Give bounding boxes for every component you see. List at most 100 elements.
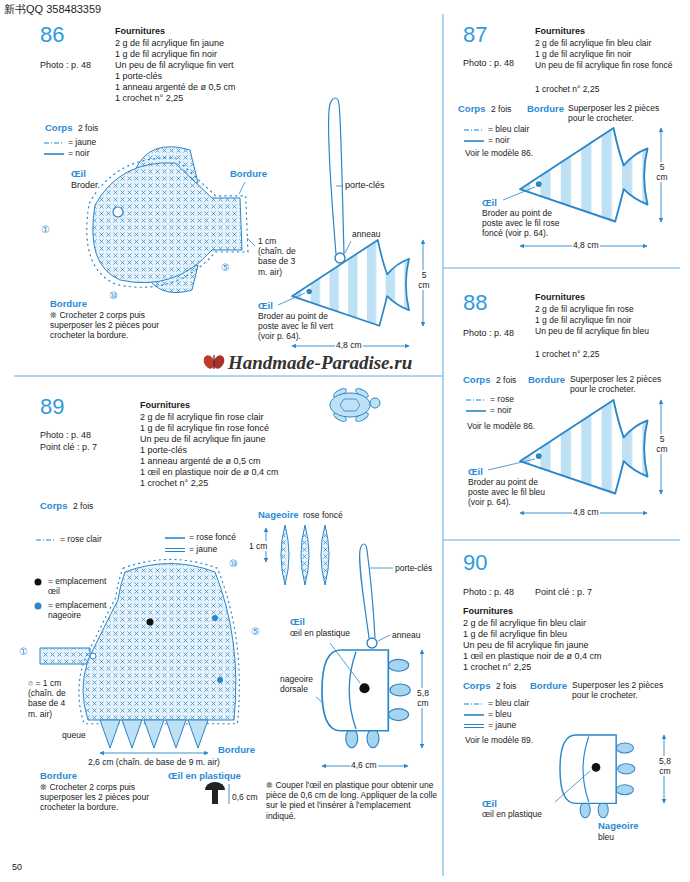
note-text: Point clé : p. 7 xyxy=(535,587,592,598)
note-text: Photo : p. 48 xyxy=(463,58,514,69)
note-text: anneau xyxy=(392,630,420,640)
model-number: 90 xyxy=(463,550,487,576)
section-heading: Bordure xyxy=(40,770,77,781)
note-text: ❊ Crocheter 2 corps puis superposer les … xyxy=(40,782,152,813)
note-text: 1 œil en plastique noir de ø 0,4 cm xyxy=(140,467,279,478)
note-text: Photo : p. 48 xyxy=(40,430,91,441)
callout-number: ⑤ xyxy=(220,262,231,274)
dimension: 4,8 cm xyxy=(335,340,363,350)
callout-number: ① xyxy=(40,224,51,236)
note-text: Voir le modèle 89. xyxy=(465,735,533,745)
legend-sample xyxy=(44,138,64,148)
note-text: Photo : p. 48 xyxy=(463,328,514,339)
note-text: Photo : p. 48 xyxy=(463,587,514,598)
note-text: 2 fois xyxy=(496,375,516,385)
section-heading: Œil xyxy=(482,197,497,208)
section-heading: Bordure xyxy=(527,103,564,114)
legend-sample xyxy=(165,533,185,543)
section-heading: Bordure xyxy=(230,168,267,179)
supplies-heading: Fournitures xyxy=(535,26,585,37)
legend-sample xyxy=(44,149,64,159)
note-text: Superposer les 2 pièces pour le crochete… xyxy=(572,680,682,700)
legend-sample xyxy=(464,136,484,146)
model-number: 86 xyxy=(40,22,64,48)
legend-text: = rose xyxy=(490,394,514,404)
dimension: 5 cm xyxy=(654,434,670,454)
note-text: Un peu de fil acrylique fin jaune xyxy=(463,640,589,651)
supplies-heading: Fournitures xyxy=(535,292,585,303)
note-text: 1 anneau argenté de ø 0,5 cm xyxy=(115,82,236,93)
legend-text: = rose foncé xyxy=(189,532,236,542)
supply-line: Un peu de fil acrylique fin rose foncé xyxy=(535,60,685,70)
supply-line: 1 crochet n° 2,25 xyxy=(535,84,685,94)
callout-number: ⑩ xyxy=(228,558,239,570)
note-text: 1 porte-clés xyxy=(115,71,162,82)
note-text: 2 fois xyxy=(73,501,93,511)
note-text: ○ = 1 cm (chaîn. de base de 4 m. air) xyxy=(28,678,76,719)
section-heading: Œil xyxy=(290,616,305,627)
note-text: 2 g de fil acrylique fin jaune xyxy=(115,38,224,49)
callout-number: ① xyxy=(18,646,29,658)
section-heading: Œil en plastique xyxy=(168,770,241,781)
note-text: Broder au point de poste avec le fil ros… xyxy=(482,208,564,239)
supplies-heading: Fournitures xyxy=(463,606,513,617)
section-heading: Œil xyxy=(482,798,497,809)
legend-text: = bleu xyxy=(488,709,511,719)
note-text: 2 fois xyxy=(78,123,98,133)
section-heading: Nageoire xyxy=(258,509,299,520)
supply-line: 2 g de fil acrylique fin bleu clair xyxy=(535,38,685,48)
note-text: 2,6 cm (chaîn. de base de 9 m. air) xyxy=(88,757,220,767)
supply-line: 1 crochet n° 2,25 xyxy=(535,349,685,359)
legend-text: = noir xyxy=(490,405,512,415)
legend-sample xyxy=(466,395,486,405)
legend-text: = jaune xyxy=(68,137,96,147)
dimension: 4,8 cm xyxy=(572,507,600,517)
dimension: 4,8 cm xyxy=(572,240,600,250)
note-text: porte-clés xyxy=(345,180,385,191)
section-heading: Corps xyxy=(45,122,72,133)
note-text: Photo : p. 48 xyxy=(40,60,91,71)
legend-text: = noir xyxy=(488,135,510,145)
note-text: anneau xyxy=(352,229,380,239)
note-text: ❊ Crocheter 2 corps puis superposer les … xyxy=(50,310,168,341)
note-text: Voir le modèle 86. xyxy=(467,421,535,431)
section-heading: Corps xyxy=(40,500,67,511)
supply-line: 1 g de fil acrylique fin noir xyxy=(535,315,685,325)
supply-line: Un peu de fil acrylique fin bleu xyxy=(535,326,685,336)
section-heading: Bordure xyxy=(530,680,567,691)
note-text: 1 g de fil acrylique fin noir xyxy=(115,49,217,60)
section-heading: Corps xyxy=(463,680,490,691)
legend-sample xyxy=(36,535,56,545)
note-text: Superposer les 2 pièces pour le crochete… xyxy=(568,103,678,123)
note-text: rose foncé xyxy=(303,510,343,520)
watermark: 新书QQ 358483359 xyxy=(4,3,101,16)
note-text: œil en plastique xyxy=(290,628,350,638)
supply-line: 1 g de fil acrylique fin noir xyxy=(535,49,685,59)
legend-text: = noir xyxy=(68,148,90,158)
note-text: 1 crochet n° 2,25 xyxy=(463,662,531,673)
legend-sample xyxy=(464,125,484,135)
section-heading: Bordure xyxy=(50,298,87,309)
section-heading: Œil xyxy=(258,300,273,311)
legend-text: = bleu clair xyxy=(488,124,529,134)
note-text: 1 g de fil acrylique fin rose foncé xyxy=(140,423,269,434)
note-text: Un peu de fil acrylique fin vert xyxy=(115,60,234,71)
model-number: 89 xyxy=(40,394,64,420)
note-text: ❊ Couper l'œil en plastique pour obtenir… xyxy=(266,780,438,821)
legend-sample xyxy=(466,406,486,416)
legend-sample xyxy=(24,601,44,611)
section-heading: Corps xyxy=(463,374,490,385)
note-text: nageoire dorsale xyxy=(280,674,322,694)
legend-text: = emplacement œil xyxy=(48,576,110,596)
note-text: œil en plastique xyxy=(482,809,542,819)
note-text: 50 xyxy=(12,862,22,873)
legend-sample xyxy=(464,710,484,720)
note-text: 2 fois xyxy=(491,104,511,114)
supplies-heading: Fournitures xyxy=(140,400,190,411)
note-text: 1 porte-clés xyxy=(140,445,187,456)
legend-text: = jaune xyxy=(189,544,217,554)
model-number: 87 xyxy=(463,22,487,48)
note-text: 2 g de fil acrylique fin bleu clair xyxy=(463,618,586,629)
legend-sample xyxy=(165,545,185,555)
